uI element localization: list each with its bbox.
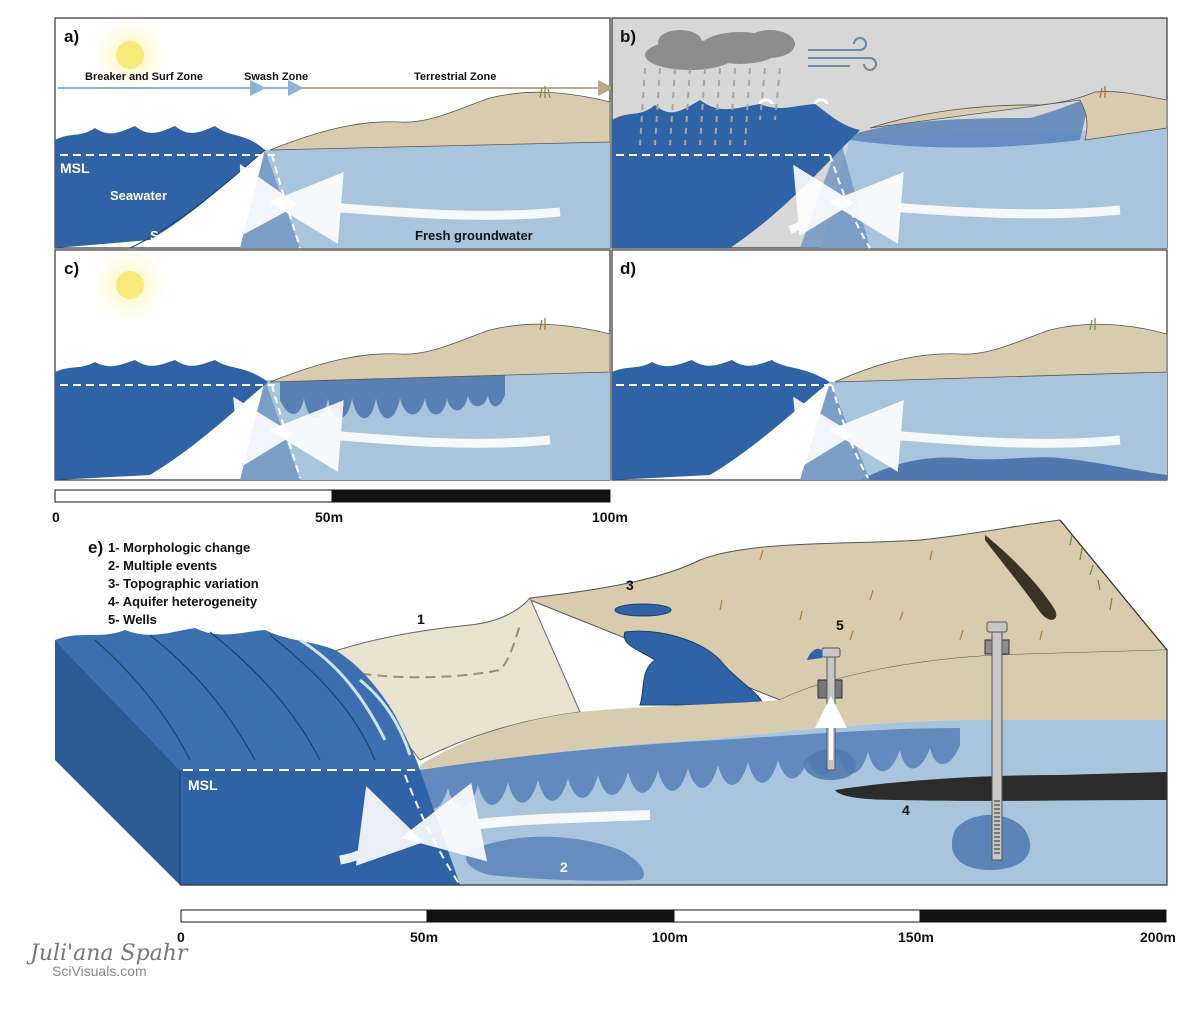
scale-top-tick: 0 bbox=[52, 509, 60, 525]
scale-bottom-tick: 50m bbox=[410, 929, 438, 945]
well-deep-icon bbox=[984, 621, 1010, 861]
marker-4: 4 bbox=[902, 802, 910, 818]
storm-cloud-icon bbox=[645, 30, 795, 70]
panel-d: d) bbox=[611, 249, 1168, 481]
scale-bottom-tick: 0 bbox=[177, 929, 185, 945]
scale-bottom-tick: 150m bbox=[898, 929, 934, 945]
legend-item: 5- Wells bbox=[108, 612, 157, 627]
wind-icon bbox=[808, 37, 877, 71]
salt-wedge-label: Salt wedge bbox=[150, 228, 218, 243]
zone-label-terrestrial: Terrestrial Zone bbox=[414, 71, 496, 83]
panel-e: MSL 1 2 3 bbox=[55, 519, 1169, 886]
panel-b: b) bbox=[611, 17, 1168, 249]
legend-item: 1- Morphologic change bbox=[108, 540, 250, 555]
sun-icon bbox=[116, 271, 144, 299]
sun-icon bbox=[116, 41, 144, 69]
legend-item: 4- Aquifer heterogeneity bbox=[108, 594, 258, 609]
signature: Juli'ana Spahr bbox=[26, 941, 189, 966]
rain-icon bbox=[639, 67, 781, 146]
scale-top-tick: 50m bbox=[315, 509, 343, 525]
panel-letter-c: c) bbox=[64, 259, 79, 278]
scale-bottom-tick: 200m bbox=[1140, 929, 1176, 945]
marker-3: 3 bbox=[626, 577, 634, 593]
credit-site: SciVisuals.com bbox=[52, 963, 147, 979]
scale-bar-bottom: 0 50m 100m 150m 200m bbox=[177, 909, 1176, 945]
panel-letter-a: a) bbox=[64, 27, 79, 46]
legend-item: 2- Multiple events bbox=[108, 558, 217, 573]
zone-label-surf: Breaker and Surf Zone bbox=[85, 71, 203, 83]
msl-label-e: MSL bbox=[188, 777, 218, 793]
marker-2: 2 bbox=[560, 859, 568, 875]
credit: Juli'ana Spahr SciVisuals.com bbox=[26, 941, 189, 979]
panel-letter-d: d) bbox=[620, 259, 636, 278]
marker-1: 1 bbox=[417, 611, 425, 627]
well-shallow-icon bbox=[807, 647, 847, 771]
legend-item: 3- Topographic variation bbox=[108, 576, 259, 591]
panel-a: MSL Breaker and Surf Zone Swash Zone Ter… bbox=[54, 17, 614, 249]
scale-bottom-tick: 100m bbox=[652, 929, 688, 945]
marker-5: 5 bbox=[836, 617, 844, 633]
panel-c: c) bbox=[54, 247, 611, 481]
panel-letter-e: e) bbox=[88, 538, 103, 557]
scale-bar-top: 0 50m 100m bbox=[52, 489, 628, 525]
panel-letter-b: b) bbox=[620, 27, 636, 46]
zone-label-swash: Swash Zone bbox=[244, 71, 308, 83]
fresh-groundwater-label: Fresh groundwater bbox=[415, 228, 533, 243]
msl-label: MSL bbox=[60, 160, 90, 176]
scale-top-tick: 100m bbox=[592, 509, 628, 525]
seawater-label: Seawater bbox=[110, 188, 167, 203]
